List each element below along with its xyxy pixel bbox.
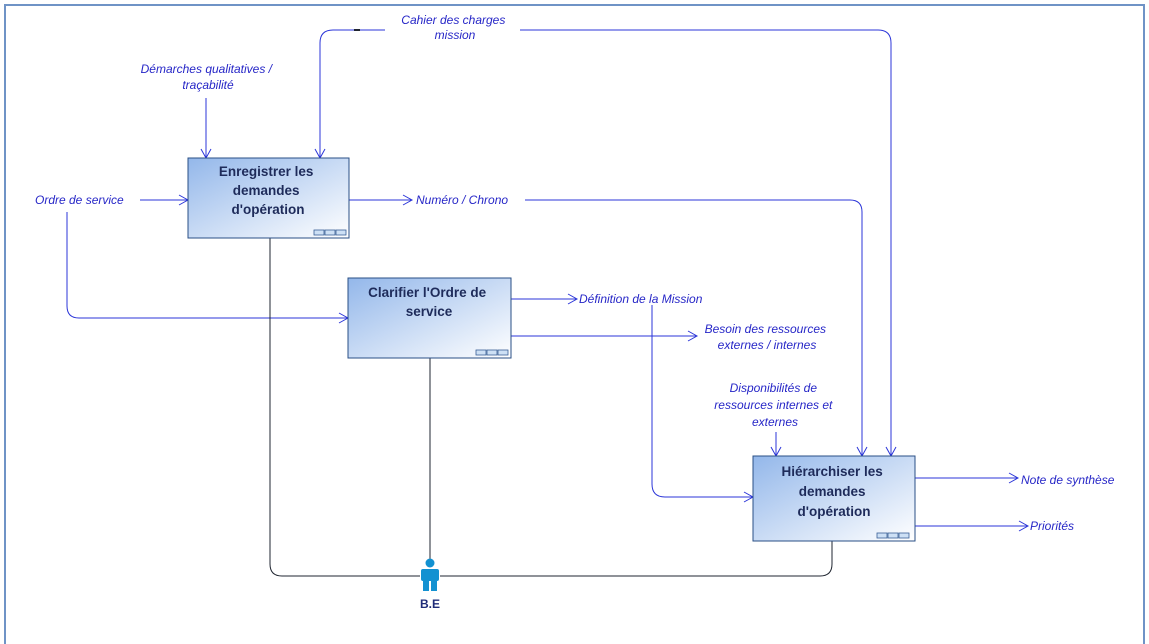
label-disponibilites: Disponibilités de ressources internes et… <box>714 381 835 429</box>
mechanism-line-a3[interactable] <box>440 541 833 577</box>
activity-enregistrer-box[interactable]: Enregistrer les demandes d'opération <box>187 157 350 239</box>
idef0-diagram-canvas: Enregistrer les demandes d'opération Cla… <box>4 4 1145 644</box>
activity-hierarchiser-box[interactable]: Hiérarchiser les demandes d'opération <box>752 455 916 542</box>
arrow-numero-to-hierarchiser[interactable] <box>525 199 863 456</box>
label-demarches-qualitatives: Démarches qualitatives / traçabilité <box>141 62 276 92</box>
decomposition-icon <box>876 532 910 539</box>
label-ordre-de-service: Ordre de service <box>35 193 124 207</box>
mechanism-line-a1[interactable] <box>269 238 420 577</box>
activity-hierarchiser-title: Hiérarchiser les demandes d'opération <box>781 464 886 519</box>
activity-enregistrer-title: Enregistrer les demandes d'opération <box>219 164 317 217</box>
actor-label: B.E <box>420 597 440 611</box>
label-priorites: Priorités <box>1030 519 1074 533</box>
arrow-cahier-to-hierarchiser[interactable] <box>520 29 892 456</box>
arrow-ordre-to-clarifier[interactable] <box>66 212 348 319</box>
person-icon[interactable] <box>421 558 439 592</box>
label-note-de-synthese: Note de synthèse <box>1021 473 1115 487</box>
label-numero-chrono: Numéro / Chrono <box>416 193 508 207</box>
activity-clarifier-title: Clarifier l'Ordre de service <box>368 285 490 319</box>
arrowhead-definition <box>567 293 579 305</box>
arrowhead-priorites <box>1018 520 1030 532</box>
label-cahier-des-charges: Cahier des charges mission <box>401 13 508 42</box>
diagram-svg: Enregistrer les demandes d'opération Cla… <box>35 13 1115 611</box>
decomposition-icon <box>475 349 509 356</box>
arrowhead-note <box>1008 472 1020 484</box>
label-definition-mission: Définition de la Mission <box>579 292 703 306</box>
arrowhead-besoin <box>687 330 699 342</box>
arrowhead-numero <box>402 194 414 206</box>
activity-clarifier-box[interactable]: Clarifier l'Ordre de service <box>347 277 512 359</box>
diagram-frame <box>4 4 1145 644</box>
label-besoin-ressources: Besoin des ressources externes / interne… <box>705 322 830 352</box>
arrow-definition-to-hierarchiser[interactable] <box>651 305 753 498</box>
arrow-cahier-to-enregistrer[interactable] <box>319 29 385 158</box>
decomposition-icon <box>313 229 347 236</box>
